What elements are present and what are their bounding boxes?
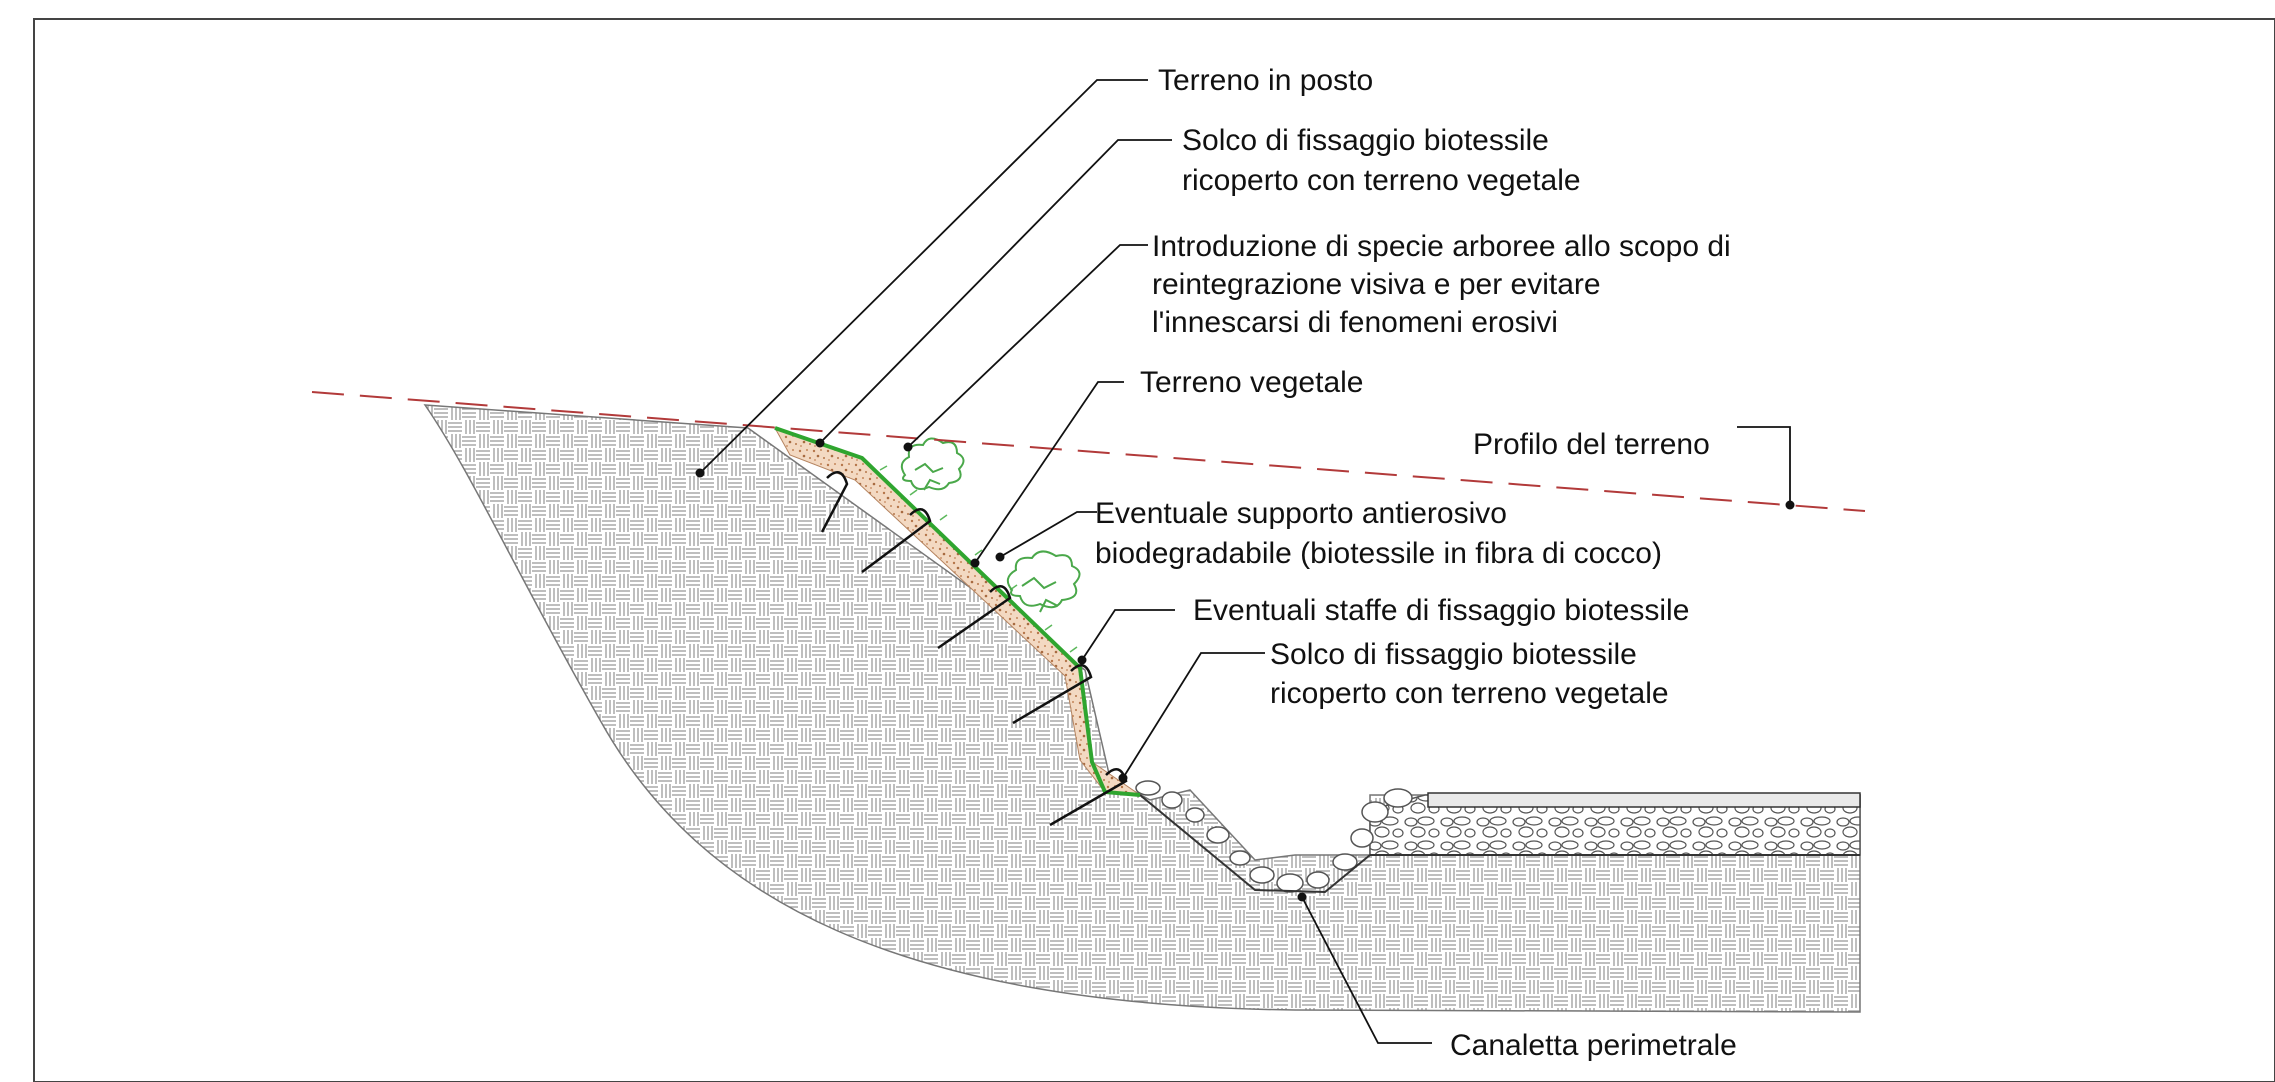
gravel-fill <box>1369 794 1861 856</box>
label-solco-top-2: ricoperto con terreno vegetale <box>1182 164 1581 197</box>
grass-ticks <box>879 465 1078 653</box>
label-specie-3: l'innescarsi di fenomeni erosivi <box>1152 306 1558 339</box>
label-profilo: Profilo del terreno <box>1473 428 1710 461</box>
leader-lines <box>699 79 1791 1044</box>
label-supporto-1: Eventuale supporto antierosivo <box>1095 497 1507 530</box>
channel-stones <box>1135 780 1413 893</box>
terrain-in-place <box>423 404 1861 1013</box>
label-staffe: Eventuali staffe di fissaggio biotessile <box>1193 594 1689 627</box>
road-pavement <box>1427 792 1861 808</box>
ground-profile-line <box>311 391 1866 512</box>
label-solco-top-1: Solco di fissaggio biotessile <box>1182 124 1549 157</box>
leader-dots <box>695 438 1795 902</box>
label-terreno-vegetale: Terreno vegetale <box>1140 366 1363 399</box>
label-terreno-in-posto: Terreno in posto <box>1158 64 1373 97</box>
label-specie-1: Introduzione di specie arboree allo scop… <box>1152 230 1731 263</box>
drawing-frame <box>33 18 2275 1082</box>
label-specie-2: reintegrazione visiva e per evitare <box>1152 268 1601 301</box>
biotextile-line <box>774 426 1141 797</box>
label-canaletta: Canaletta perimetrale <box>1450 1029 1737 1062</box>
label-solco-bottom-1: Solco di fissaggio biotessile <box>1270 638 1637 671</box>
channel-profile <box>1139 794 1371 894</box>
shrub-lower <box>1006 550 1081 613</box>
label-supporto-2: biodegradabile (biotessile in fibra di c… <box>1095 537 1662 570</box>
label-solco-bottom-2: ricoperto con terreno vegetale <box>1270 677 1669 710</box>
